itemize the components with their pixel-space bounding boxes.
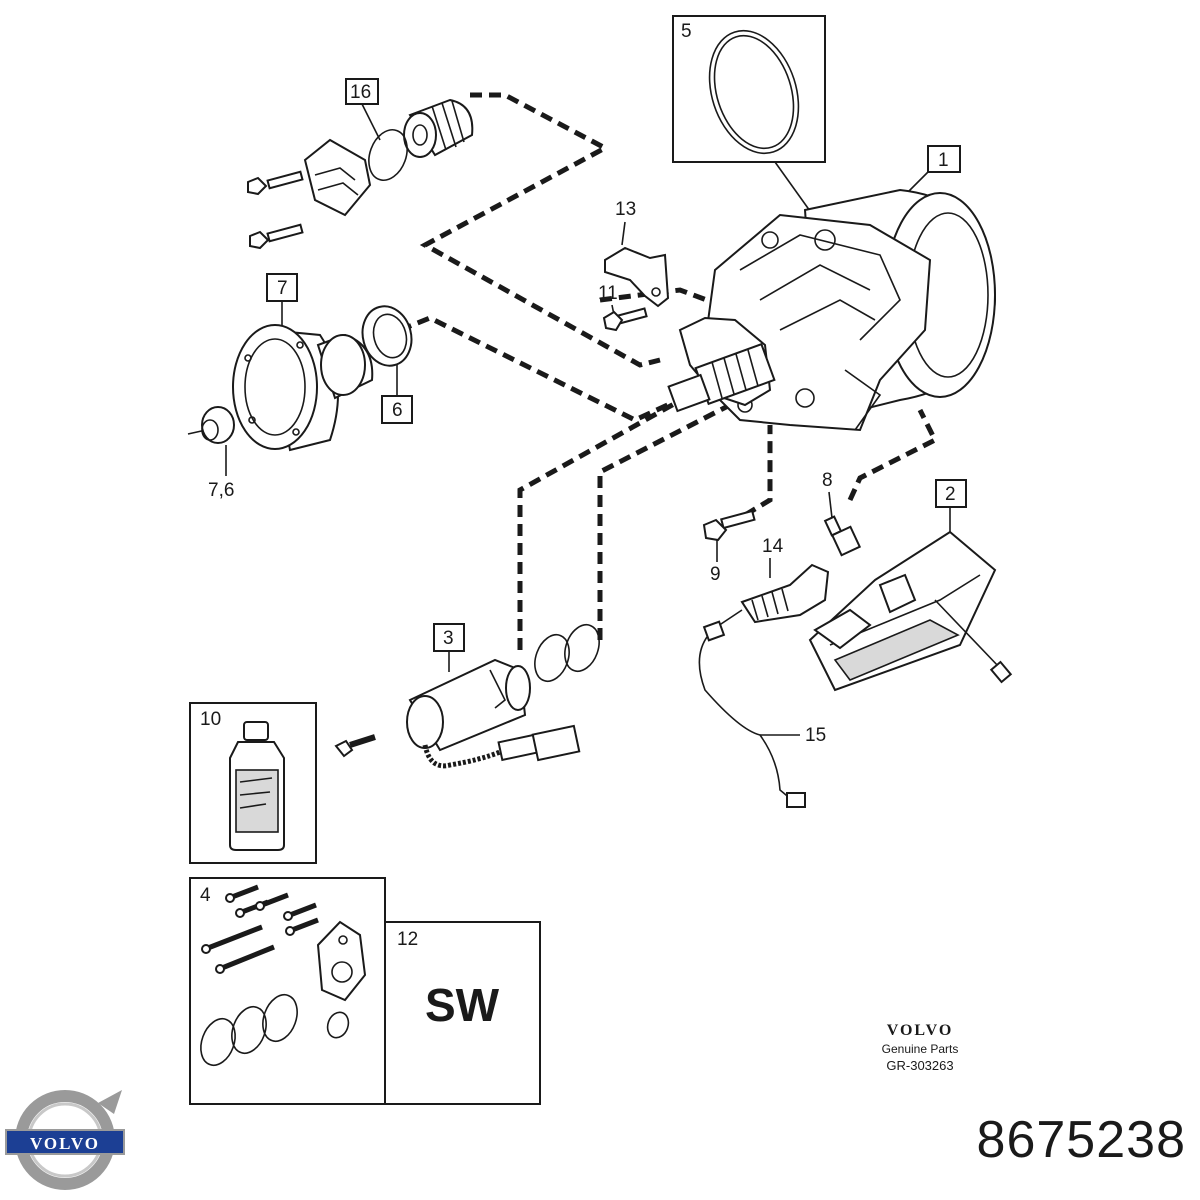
callout-9: 9 [710, 564, 721, 585]
callout-4: 4 [200, 885, 211, 906]
callout-12: 12 [397, 929, 418, 950]
callout-14: 14 [762, 536, 784, 557]
part-7-6-nut[interactable]: 7,6 [187, 406, 235, 501]
callout-5: 5 [681, 21, 692, 42]
part-11-bolt[interactable]: 11 [598, 283, 648, 332]
part-8-sensor[interactable]: 8 [822, 470, 862, 557]
assembly-lines [399, 92, 939, 650]
part-15-wire-lead[interactable]: 15 [698, 609, 826, 808]
callout-6: 6 [392, 400, 403, 421]
part-16-filter-assembly[interactable]: 16 [247, 78, 474, 250]
part-5-oring-box[interactable]: 5 [672, 15, 826, 165]
callout-16: 16 [350, 82, 371, 103]
part-10-fluid-box[interactable]: 10 [189, 702, 317, 864]
part-9-bolt[interactable]: 9 [702, 509, 756, 585]
callout-2: 2 [945, 484, 956, 505]
part-14-hose[interactable]: 14 [740, 536, 830, 624]
part-1-main-unit[interactable]: 1 [667, 145, 997, 432]
callout-3: 3 [443, 628, 454, 649]
part-number: 8675238 [976, 1111, 1186, 1169]
part-2-control-module[interactable]: 2 [808, 479, 1013, 692]
volvo-logo-wordmark: VOLVO [30, 1134, 100, 1153]
part-12-sw-box[interactable]: 12 SW [384, 921, 541, 1105]
part-6-seal[interactable]: 6 [356, 301, 418, 424]
volvo-iron-mark-icon [5, 1090, 125, 1190]
callout-15: 15 [805, 725, 826, 746]
callout-7-6: 7,6 [208, 480, 234, 501]
callout-7: 7 [277, 278, 288, 299]
callout-1: 1 [938, 150, 949, 171]
part-7-drum-housing[interactable]: 7 [232, 273, 374, 452]
callout-8: 8 [822, 470, 833, 491]
callout-13: 13 [615, 199, 636, 220]
part-13-clip[interactable]: 13 [604, 199, 670, 308]
callout-10: 10 [200, 709, 221, 730]
genuine-parts-brand: VOLVO [886, 1022, 954, 1039]
sw-kit-label: SW [425, 979, 500, 1031]
callout-11: 11 [598, 283, 618, 304]
genuine-parts-subtitle: Genuine Parts [881, 1042, 959, 1056]
part-3-pump-motor[interactable]: 3 [334, 620, 605, 769]
genuine-parts-code: GR-303263 [886, 1058, 954, 1073]
part-4-kit-box[interactable]: 4 [189, 877, 386, 1105]
